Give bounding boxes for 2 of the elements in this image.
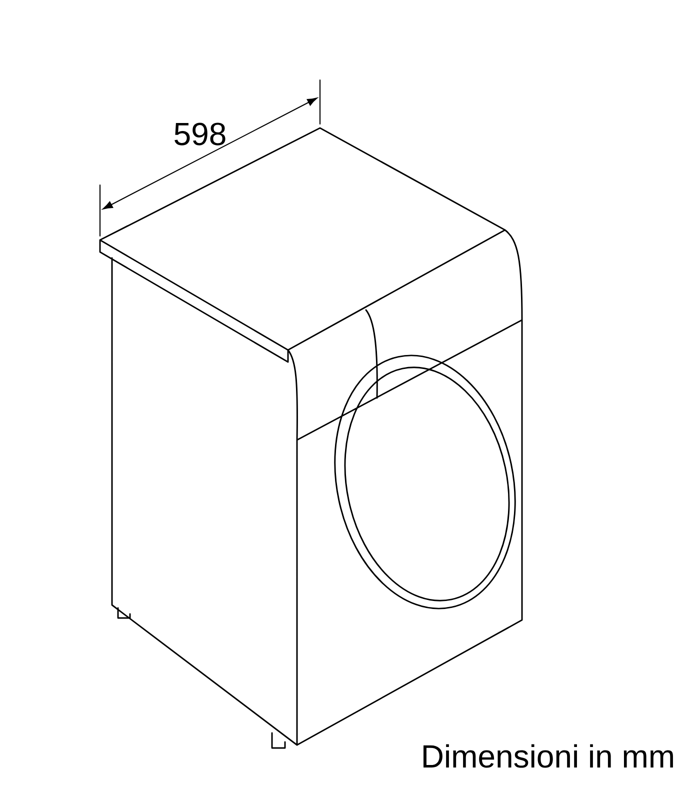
dimension-value: 598 bbox=[174, 122, 226, 146]
units-note: Dimensioni in mm bbox=[424, 744, 673, 768]
